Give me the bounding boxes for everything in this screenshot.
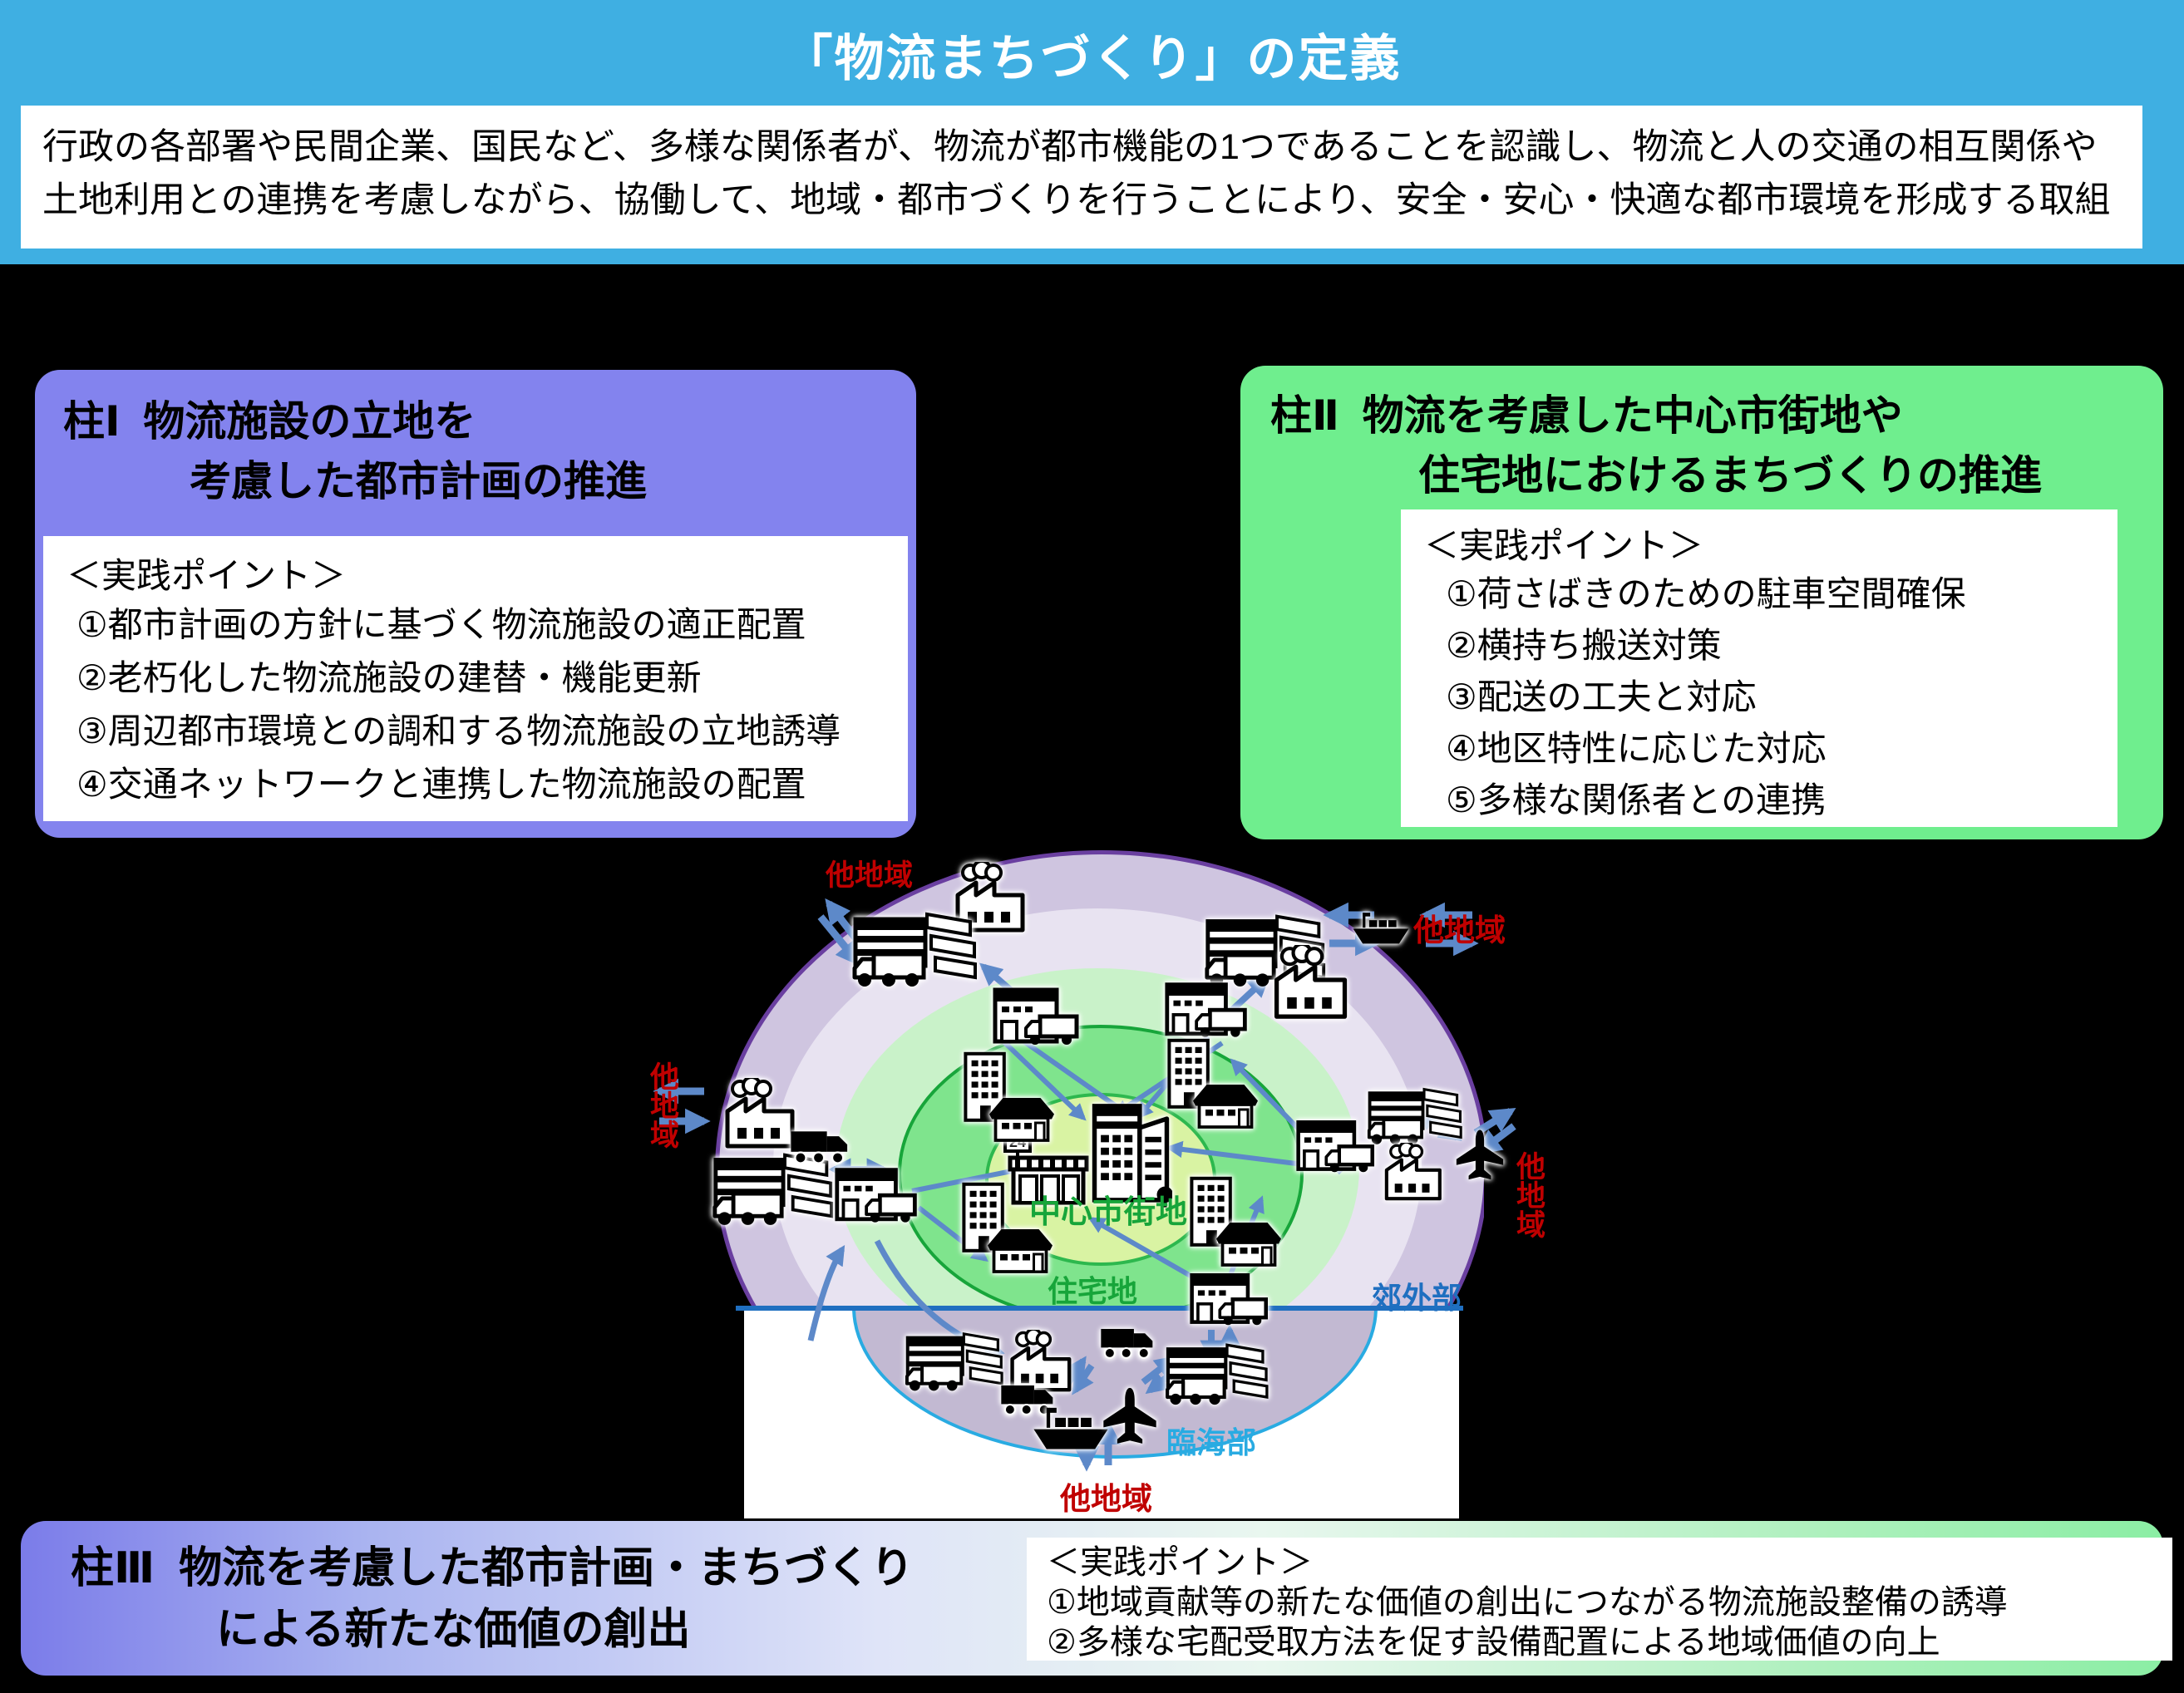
city-logistics-diagram: 24 中心市街地 住宅地 郊外部 臨海部 他地域 他地域 他地域 他地域 他地域 — [646, 844, 1545, 1527]
zone-label-city-center: 中心市街地 — [1029, 1195, 1188, 1230]
pillar-2-points-header: ＜実践ポイント＞ — [1424, 526, 1704, 565]
small-truck-icon — [1100, 1326, 1155, 1360]
warehouse-truck-icon — [904, 1327, 1005, 1393]
pillar-2-label: 柱Ⅱ — [1270, 392, 1339, 439]
ship-icon — [1351, 908, 1411, 947]
ship-icon — [1031, 1402, 1111, 1454]
list-item: ①荷さばきのための駐車空間確保 — [1446, 574, 1966, 613]
zone-label-suburb: 郊外部 — [1372, 1281, 1462, 1315]
factory-icon — [948, 862, 1031, 935]
other-region-label-right: 他地域 — [1512, 1151, 1545, 1238]
pillar-2-box: 柱Ⅱ 物流を考慮した中心市街地や 住宅地におけるまちづくりの推進 ＜実践ポイント… — [1240, 366, 2163, 839]
list-item: ②老朽化した物流施設の建替・機能更新 — [76, 658, 702, 697]
small-truck-icon — [1000, 1382, 1055, 1416]
zone-label-residential: 住宅地 — [1048, 1274, 1138, 1308]
definition-line-2: 土地利用との連携を考慮しながら、協働して、地域・都市づくりを行うことにより、安全… — [42, 180, 2111, 220]
pillar-1-box: 柱Ⅰ 物流施設の立地を 考慮した都市計画の推進 ＜実践ポイント＞ ①都市計画の方… — [35, 370, 916, 838]
house-icon — [1214, 1218, 1284, 1269]
pillar-2-points-list: ①荷さばきのための駐車空間確保 ②横持ち搬送対策 ③配送の工夫と対応 ④地区特性… — [1424, 568, 2109, 826]
pillar-3-points-list: ①地域貢献等の新たな価値の創出につながる物流施設整備の誘導 ②多様な宅配受取方法… — [1047, 1582, 2164, 1662]
factory-icon — [1003, 1330, 1077, 1394]
definition-box: 行政の各部署や民間企業、国民など、多様な関係者が、物流が都市機能の1つであること… — [21, 106, 2142, 249]
warehouse-truck-icon — [711, 1147, 836, 1228]
factory-icon — [717, 1078, 801, 1151]
factory-icon — [1266, 945, 1353, 1021]
other-region-label-left: 他地域 — [646, 1061, 678, 1149]
pillar-1-points-list: ①都市計画の方針に基づく物流施設の適正配置 ②老朽化した物流施設の建替・機能更新… — [67, 598, 900, 811]
dist-center-icon — [1295, 1116, 1378, 1183]
title-bar: 「物流まちづくり」の定義 行政の各部署や民間企業、国民など、多様な関係者が、物流… — [0, 0, 2184, 264]
warehouse-truck-icon — [1366, 1083, 1464, 1146]
list-item: ⑤多様な関係者との連携 — [1446, 780, 1827, 819]
warehouse-truck-icon — [850, 906, 979, 989]
other-region-label-bottom: 他地域 — [1060, 1482, 1152, 1516]
list-item: ①都市計画の方針に基づく物流施設の適正配置 — [76, 605, 806, 644]
list-item: ③配送の工夫と対応 — [1446, 677, 1757, 716]
pillar-1-label: 柱Ⅰ — [63, 398, 121, 445]
list-item: ②多様な宅配受取方法を促す設備配置による地域価値の向上 — [1047, 1624, 1940, 1661]
pillar-1-points-header: ＜実践ポイント＞ — [67, 556, 347, 595]
house-icon — [987, 1093, 1057, 1144]
other-region-label-top-right: 他地域 — [1413, 913, 1506, 947]
house-icon — [1191, 1080, 1260, 1131]
list-item: ③周辺都市環境との調和する物流施設の立地誘導 — [76, 711, 841, 751]
dist-center-icon — [834, 1164, 921, 1233]
list-item: ②横持ち搬送対策 — [1446, 626, 1722, 665]
pillar-3-points-box: ＜実践ポイント＞ ①地域貢献等の新たな価値の創出につながる物流施設整備の誘導 ②… — [1027, 1538, 2172, 1661]
small-truck-icon — [790, 1128, 850, 1165]
pillar-3-points-header: ＜実践ポイント＞ — [1047, 1544, 1313, 1581]
pillar-2-points-box: ＜実践ポイント＞ ①荷さばきのための駐車空間確保 ②横持ち搬送対策 ③配送の工夫… — [1401, 509, 2117, 827]
definition-line-1: 行政の各部署や民間企業、国民など、多様な関係者が、物流が都市機能の1つであること… — [42, 127, 2098, 167]
house-icon — [985, 1224, 1055, 1276]
pillar-2-title: 柱Ⅱ 物流を考慮した中心市街地や 住宅地におけるまちづくりの推進 — [1270, 392, 2042, 499]
shoreline — [736, 1306, 1463, 1311]
plane-icon — [1100, 1385, 1160, 1445]
list-item: ④交通ネットワークと連携した物流施設の配置 — [76, 765, 806, 804]
other-region-label-top-left: 他地域 — [826, 859, 914, 892]
page-title: 「物流まちづくり」の定義 — [782, 31, 1402, 86]
warehouse-truck-icon — [1164, 1338, 1270, 1407]
dist-center-icon — [1189, 1269, 1272, 1336]
pillar-3-label: 柱Ⅲ — [71, 1544, 155, 1592]
pillar-3-title: 柱Ⅲ 物流を考慮した都市計画・まちづくり による新たな価値の創出 — [71, 1544, 915, 1654]
list-item: ④地区特性に応じた対応 — [1446, 729, 1827, 768]
factory-icon — [1378, 1143, 1447, 1203]
zone-label-coastal: 臨海部 — [1166, 1425, 1257, 1459]
dist-center-icon — [992, 983, 1083, 1056]
plane-icon — [1453, 1128, 1506, 1181]
pillar-3-box: 柱Ⅲ 物流を考慮した都市計画・まちづくり による新たな価値の創出 ＜実践ポイント… — [21, 1521, 2172, 1676]
pillar-1-title: 柱Ⅰ 物流施設の立地を 考慮した都市計画の推進 — [63, 398, 647, 504]
pillar-1-points-box: ＜実践ポイント＞ ①都市計画の方針に基づく物流施設の適正配置 ②老朽化した物流施… — [43, 536, 908, 821]
list-item: ①地域貢献等の新たな価値の創出につながる物流施設整備の誘導 — [1047, 1584, 2008, 1621]
